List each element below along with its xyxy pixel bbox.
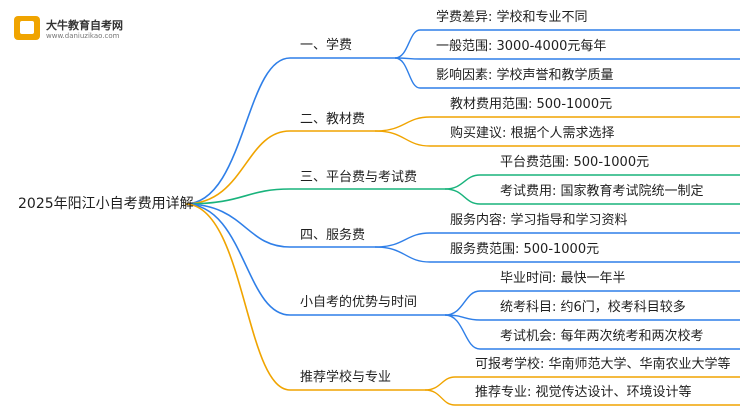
edge-root-textbook [184, 130, 291, 205]
branch-tuition: 一、学费 [300, 38, 353, 53]
leaf-exam-opportunities: 考试机会: 每年两次统考和两次校考 [500, 329, 704, 344]
edge-root-advantages [184, 203, 291, 316]
edge-schools-leaf-1 [424, 389, 456, 406]
branch-advantages: 小自考的优势与时间 [300, 295, 418, 310]
leaf-schools: 可报考学校: 华南师范大学、华南农业大学等 [475, 357, 731, 372]
edge-root-service [184, 203, 291, 248]
branch-textbook: 二、教材费 [300, 112, 366, 127]
logo-url: www.daniuzikao.com [46, 32, 120, 40]
edge-schools-leaf-0 [424, 376, 456, 391]
leaf-service-range: 服务费范围: 500-1000元 [450, 242, 600, 257]
branch-platform-exam: 三、平台费与考试费 [300, 170, 418, 185]
leaf-textbook-advice: 购买建议: 根据个人需求选择 [450, 126, 615, 141]
logo-name: 大牛教育自考网 [46, 19, 123, 32]
leaf-unified-subjects: 统考科目: 约6门，校考科目较多 [500, 300, 686, 315]
leaf-majors: 推荐专业: 视觉传达设计、环境设计等 [475, 385, 692, 400]
leaf-tuition-difference: 学费差异: 学校和专业不同 [436, 10, 588, 25]
edge-root-tuition [184, 57, 291, 205]
leaf-exam-fee: 考试费用: 国家教育考试院统一制定 [500, 184, 704, 199]
leaf-tuition-range: 一般范围: 3000-4000元每年 [436, 39, 607, 54]
edge-service-leaf-1 [374, 246, 431, 263]
leaf-graduation-time: 毕业时间: 最快一年半 [500, 271, 626, 286]
site-logo: 大牛教育自考网 www.daniuzikao.com [14, 14, 134, 44]
edge-root-schools [184, 203, 291, 391]
leaf-textbook-range: 教材费用范围: 500-1000元 [450, 97, 613, 112]
edge-advantages-leaf-0 [444, 290, 481, 316]
edge-service-leaf-0 [374, 232, 431, 248]
branch-service: 四、服务费 [300, 228, 366, 243]
edge-root-platform-exam [184, 188, 291, 205]
edge-tuition-leaf-2 [394, 57, 421, 89]
edge-textbook-leaf-0 [374, 116, 431, 132]
leaf-platform-range: 平台费范围: 500-1000元 [500, 155, 650, 170]
book-icon [14, 16, 40, 40]
edge-platform-exam-leaf-1 [444, 188, 481, 205]
edge-textbook-leaf-1 [374, 130, 431, 147]
leaf-service-content: 服务内容: 学习指导和学习资料 [450, 213, 628, 228]
leaf-tuition-factors: 影响因素: 学校声誉和教学质量 [436, 68, 614, 83]
edge-tuition-leaf-0 [394, 29, 421, 59]
edge-advantages-leaf-2 [444, 314, 481, 350]
root-node: 2025年阳江小自考费用详解 [18, 196, 194, 212]
branch-schools: 推荐学校与专业 [300, 370, 392, 385]
edge-platform-exam-leaf-0 [444, 174, 481, 190]
